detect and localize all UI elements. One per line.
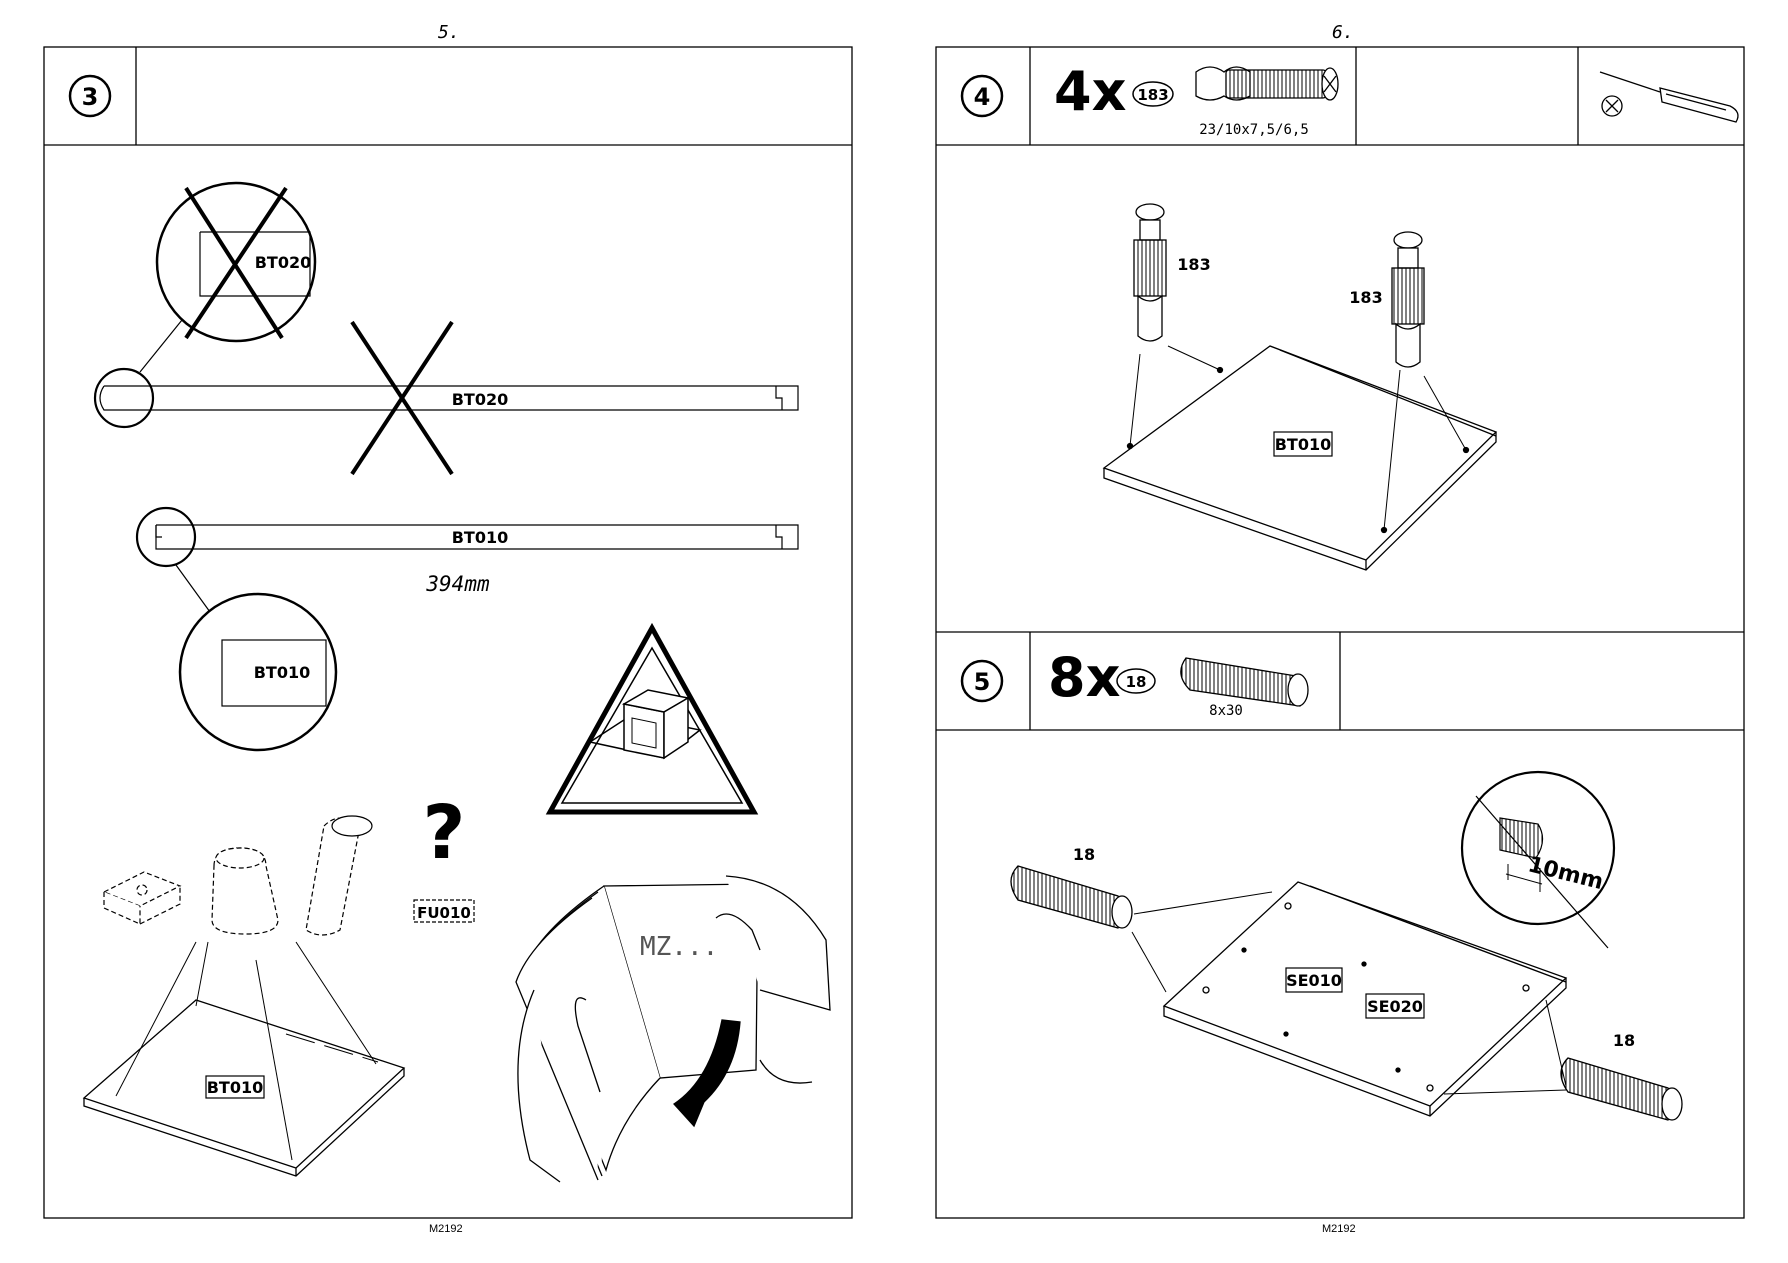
part-183-size: 23/10x7,5/6,5 [1199,122,1309,138]
bar-bt010 [135,506,799,752]
panel-se010-se020 [1131,881,1568,1117]
callout-18-right: 18 [1613,1031,1635,1050]
left-page-frame [43,46,853,1219]
question-mark: ? [423,790,466,876]
read-manual-illustration [515,875,831,1183]
part-18-badge: 18 [1116,668,1156,694]
step-3-badge: 3 [68,74,112,118]
part-18-size: 8x30 [1209,703,1243,719]
step-5-quantity: 8x [1048,646,1121,709]
step-5-number: 5 [974,668,991,696]
page-number-right: 6. [1332,22,1354,43]
step-3-number: 3 [82,83,99,111]
dowel-icon [1180,657,1309,707]
step-4-quantity: 4x [1054,60,1127,123]
warning-triangle-icon [545,622,759,815]
part-183-badge: 183 [1132,81,1174,107]
label-se010: SE010 [1286,971,1342,990]
label-circle-bt020: BT020 [255,253,312,272]
panel-bt010-right [1102,345,1498,571]
label-se020: SE020 [1367,997,1423,1016]
part-183-id: 183 [1137,86,1168,104]
length-measure: 394mm [425,572,490,596]
label-panel-bt010: BT010 [207,1078,264,1097]
label-box-se010: SE010 [1285,967,1343,993]
label-circle-bt010: BT010 [254,663,311,682]
manual-text: MZ... [640,932,718,962]
step-4-badge: 4 [960,74,1004,118]
label-box-bt010-step4: BT010 [1273,431,1333,457]
panel-bt010-left [82,941,406,1177]
step-4-number: 4 [974,83,991,111]
callout-18-left: 18 [1073,845,1095,864]
cam-bolt-icon [1195,66,1339,101]
label-box-se020: SE020 [1365,993,1425,1019]
footer-code-right: M2192 [1322,1223,1356,1235]
detail-measure: 10mm [1525,852,1605,895]
callout-183-left: 183 [1177,255,1210,274]
right-page-frame [935,46,1745,1219]
callout-183-right: 183 [1349,288,1382,307]
label-bar-bt020: BT020 [452,390,509,409]
step-5-badge: 5 [960,659,1004,703]
wrong-edge-detail [139,181,317,373]
step-4-cam-bolts [1133,203,1425,368]
bar-bt020 [93,320,799,476]
label-step4-bt010: BT010 [1275,435,1332,454]
hardware-pieces [102,815,475,936]
label-fu010: FU010 [417,904,471,922]
label-bar-bt010: BT010 [452,528,509,547]
screwdriver-icon [1599,71,1739,123]
step-5-dowels [1010,865,1683,1121]
dowel-depth-detail [1460,770,1616,949]
page-number-left: 5. [438,22,460,43]
footer-code-left: M2192 [429,1223,463,1235]
label-box-bt010-panel: BT010 [205,1075,265,1099]
part-18-id: 18 [1126,673,1147,691]
